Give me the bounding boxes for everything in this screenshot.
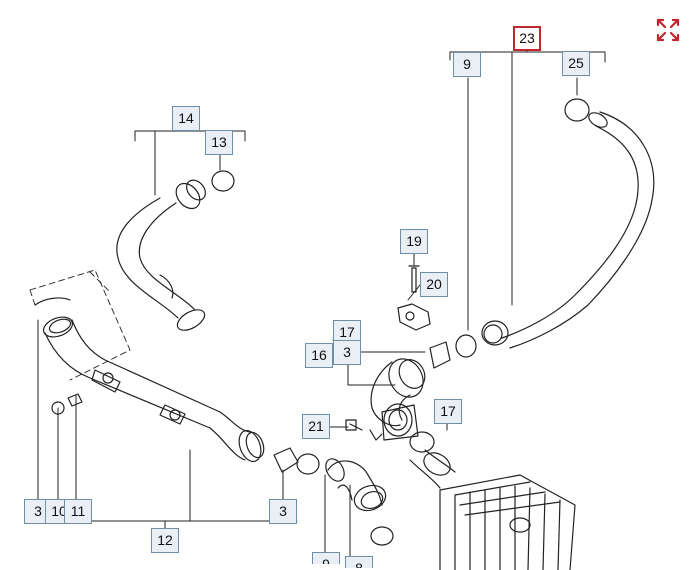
oring-17-lower-art <box>409 431 435 453</box>
oring-25-art <box>564 98 590 122</box>
clip-art <box>34 297 71 306</box>
callout-19[interactable]: 19 <box>400 229 428 254</box>
callout-21[interactable]: 21 <box>302 414 330 439</box>
center-assembly-art <box>370 358 426 441</box>
callout-8[interactable]: 8 <box>345 556 373 568</box>
hose-23-art <box>481 111 655 349</box>
spring-art <box>369 429 383 441</box>
callout-11[interactable]: 11 <box>64 499 92 524</box>
oring-9-lower-art <box>296 453 320 475</box>
expand-icon[interactable] <box>654 16 682 44</box>
callout-9-bottom[interactable]: 9 <box>312 552 340 564</box>
pipe-12-art <box>42 316 265 463</box>
seal-3-upper-art <box>429 341 451 369</box>
elbow-8-art <box>325 458 387 512</box>
oring-8-art <box>370 526 394 546</box>
leader-lines <box>25 49 606 557</box>
callout-16[interactable]: 16 <box>305 343 333 368</box>
callout-3-upper[interactable]: 3 <box>333 340 361 365</box>
callout-12[interactable]: 12 <box>151 528 179 553</box>
bolt-21-art <box>345 419 363 431</box>
plug-10-art <box>51 401 65 415</box>
callout-9-top[interactable]: 9 <box>453 52 481 77</box>
intercooler-art <box>409 449 576 570</box>
callout-23[interactable]: 23 <box>513 26 541 51</box>
sensor-20-art <box>397 303 431 331</box>
callout-14[interactable]: 14 <box>172 106 200 131</box>
callout-20[interactable]: 20 <box>420 272 448 297</box>
screw-11-art <box>67 393 83 407</box>
expand-arrows-icon <box>656 18 680 42</box>
hose-14-art <box>116 179 206 331</box>
bolt-19-art <box>408 265 420 293</box>
oring-13-art <box>211 170 235 192</box>
callout-13[interactable]: 13 <box>205 130 233 155</box>
callout-17-lower[interactable]: 17 <box>434 399 462 424</box>
callout-3-lower[interactable]: 3 <box>269 499 297 524</box>
oring-9-upper-art <box>455 334 477 358</box>
callout-25[interactable]: 25 <box>562 51 590 76</box>
seal-3-lower-art <box>273 447 299 473</box>
